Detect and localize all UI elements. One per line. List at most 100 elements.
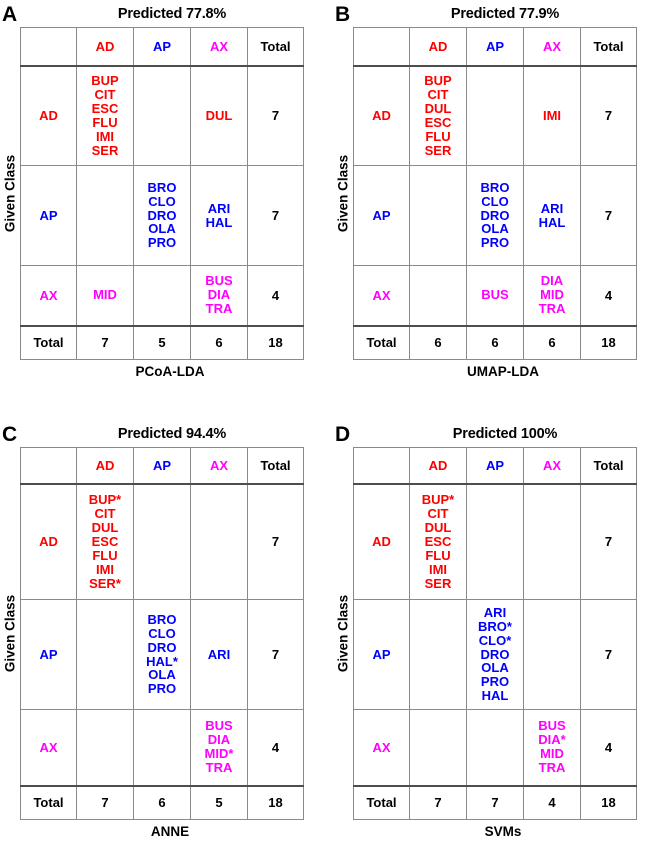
column-total-value: 7 — [101, 335, 109, 351]
column-header-label: AD — [428, 457, 448, 473]
totals-row-label: Total — [353, 785, 410, 820]
cell-item: CIT — [427, 505, 449, 521]
grand-total: 18 — [580, 785, 637, 820]
column-header-label: Total — [593, 38, 624, 54]
cell-item: BUS — [538, 718, 566, 734]
column-total-value: 5 — [158, 335, 166, 351]
cell-item: CLO — [148, 193, 176, 209]
cell-item: DIA — [207, 732, 231, 748]
row-header-label: AX — [39, 739, 58, 755]
column-header-ap: AP — [466, 27, 524, 66]
cell-item: BRO* — [478, 618, 512, 634]
cell-item: SER — [424, 142, 452, 158]
cell-item: ESC — [91, 100, 119, 116]
cell-item: OLA — [148, 667, 176, 683]
cell-item: CIT — [427, 86, 449, 102]
matrix-cell-ax-ap: BUS — [466, 265, 524, 327]
column-total-ad: 7 — [76, 785, 134, 820]
cell-item: MID — [540, 287, 564, 303]
column-total-ax: 5 — [190, 785, 248, 820]
cell-item: FLU — [92, 114, 118, 130]
cell-item: MID — [540, 746, 564, 762]
column-header-label: AP — [485, 38, 505, 54]
column-total-ax: 6 — [190, 325, 248, 360]
y-axis-label: Given Class — [2, 154, 18, 232]
column-header-ap: AP — [466, 447, 524, 484]
cell-item: DIA* — [538, 732, 566, 748]
column-total-value: 6 — [158, 795, 166, 811]
panel-footer: SVMs — [484, 824, 522, 839]
cell-item: SER — [91, 142, 119, 158]
row-total-ap: 7 — [247, 599, 304, 710]
cell-item: DUL — [424, 100, 452, 116]
column-header-ax: AX — [190, 447, 248, 484]
matrix-cell-ad-ax — [523, 482, 581, 600]
row-total-value: 7 — [271, 108, 280, 124]
matrix-cell-ap-ad — [409, 165, 467, 266]
row-total-value: 4 — [604, 739, 613, 755]
column-header-ax: AX — [523, 447, 581, 484]
row-header-ax: AX — [20, 265, 77, 327]
matrix-cell-ad-ap — [133, 482, 191, 600]
column-header-label: Total — [593, 457, 624, 473]
column-total-ax: 6 — [523, 325, 581, 360]
cell-item: HAL — [538, 214, 566, 230]
corner-blank-cell — [20, 447, 77, 484]
totals-row-label-text: Total — [33, 335, 64, 351]
row-total-value: 7 — [271, 647, 280, 662]
column-total-value: 7 — [434, 795, 442, 811]
cell-item: BUP — [424, 73, 452, 89]
cell-item: TRA — [205, 760, 233, 776]
column-header-ad: AD — [76, 27, 134, 66]
cell-item: PRO — [480, 235, 510, 251]
cell-item: BUS — [205, 718, 233, 734]
row-header-ap: AP — [20, 599, 77, 710]
row-total-ap: 7 — [247, 165, 304, 266]
column-header-ad: AD — [409, 27, 467, 66]
column-total-ap: 6 — [133, 785, 191, 820]
matrix-cell-ad-ap — [466, 64, 524, 166]
column-header-total: Total — [247, 447, 304, 484]
cell-item: OLA — [481, 660, 509, 676]
row-header-label: AX — [372, 739, 391, 755]
row-total-value: 7 — [604, 108, 613, 124]
column-total-ax: 4 — [523, 785, 581, 820]
matrix-cell-ap-ad — [76, 165, 134, 266]
matrix-cell-ap-ad — [409, 599, 467, 710]
cell-item: OLA — [148, 221, 176, 237]
cell-item: BUS — [481, 287, 509, 303]
row-header-label: AP — [372, 208, 391, 223]
corner-blank-cell — [353, 27, 410, 66]
totals-row-label-text: Total — [366, 335, 397, 351]
matrix-cell-ax-ad — [409, 265, 467, 327]
totals-row-label-text: Total — [366, 795, 397, 811]
column-header-label: Total — [260, 38, 291, 54]
cell-item: CIT — [94, 505, 116, 521]
corner-blank-cell — [20, 27, 77, 66]
cell-item: DRO — [480, 207, 510, 223]
matrix-cell-ax-ad — [409, 709, 467, 787]
row-total-ax: 4 — [580, 709, 637, 787]
matrix-cell-ax-ap — [133, 265, 191, 327]
cell-item: DRO — [147, 207, 177, 223]
row-total-ap: 7 — [580, 599, 637, 710]
column-header-total: Total — [580, 27, 637, 66]
row-header-ap: AP — [353, 599, 410, 710]
row-total-ax: 4 — [580, 265, 637, 327]
